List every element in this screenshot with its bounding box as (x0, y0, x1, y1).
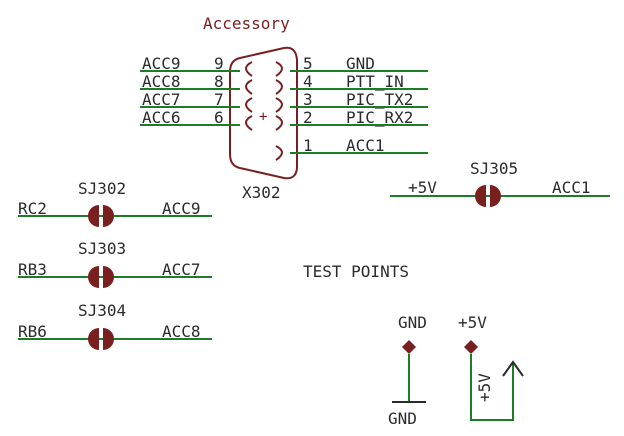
pin-number: 9 (214, 54, 224, 73)
pin-net-label: GND (346, 54, 375, 73)
jumper-right-net: ACC7 (162, 260, 201, 279)
jumper-right-net: ACC8 (162, 322, 201, 341)
jumper-left-net: RC2 (18, 199, 47, 218)
pin-number: 2 (303, 108, 313, 127)
pin-net-label: PIC_TX2 (346, 90, 413, 109)
jumper-ref: SJ305 (470, 159, 518, 178)
solder-jumper-sj303: SJ303 RB3 ACC7 (18, 239, 212, 288)
pin-net-label: ACC6 (142, 108, 181, 127)
vcc-symbol-label: +5V (475, 373, 494, 402)
solder-jumper-sj302: SJ302 RC2 ACC9 (18, 179, 212, 227)
pin-number: 4 (303, 72, 313, 91)
jumper-right-net: ACC1 (552, 178, 591, 197)
pin-number: 5 (303, 54, 313, 73)
gnd-symbol-label: GND (388, 409, 417, 428)
pin-number: 7 (214, 90, 224, 109)
test-point-5v: +5V +5V (458, 313, 524, 421)
jumper-ref: SJ302 (78, 179, 126, 198)
jumper-right-net: ACC9 (162, 199, 201, 218)
pin-number: 8 (214, 72, 224, 91)
test-points-heading: TEST POINTS (303, 262, 409, 281)
test-point-label: GND (398, 313, 427, 332)
test-point-gnd: GND GND (388, 313, 427, 428)
pin-net-label: ACC1 (346, 136, 385, 155)
pin-net-label: ACC8 (142, 72, 181, 91)
pin-net-label: ACC7 (142, 90, 181, 109)
pin-net-label: PTT_IN (346, 72, 404, 91)
pin-number: 3 (303, 90, 313, 109)
jumper-ref: SJ303 (78, 239, 126, 258)
jumper-left-net: +5V (408, 178, 437, 197)
solder-jumper-sj305: SJ305 +5V ACC1 (390, 159, 610, 207)
svg-text:+: + (259, 109, 267, 125)
connector-ref: X302 (242, 183, 281, 202)
pin-number: 6 (214, 108, 224, 127)
connector-title: Accessory (203, 14, 290, 33)
solder-jumper-sj304: SJ304 RB6 ACC8 (18, 301, 212, 350)
pin-net-label: ACC9 (142, 54, 181, 73)
pin-number: 1 (303, 136, 313, 155)
dsub-connector-symbol: + (229, 46, 298, 180)
jumper-left-net: RB3 (18, 260, 47, 279)
jumper-left-net: RB6 (18, 322, 47, 341)
jumper-ref: SJ304 (78, 301, 126, 320)
pin-net-label: PIC_RX2 (346, 108, 413, 127)
test-point-label: +5V (458, 313, 487, 332)
